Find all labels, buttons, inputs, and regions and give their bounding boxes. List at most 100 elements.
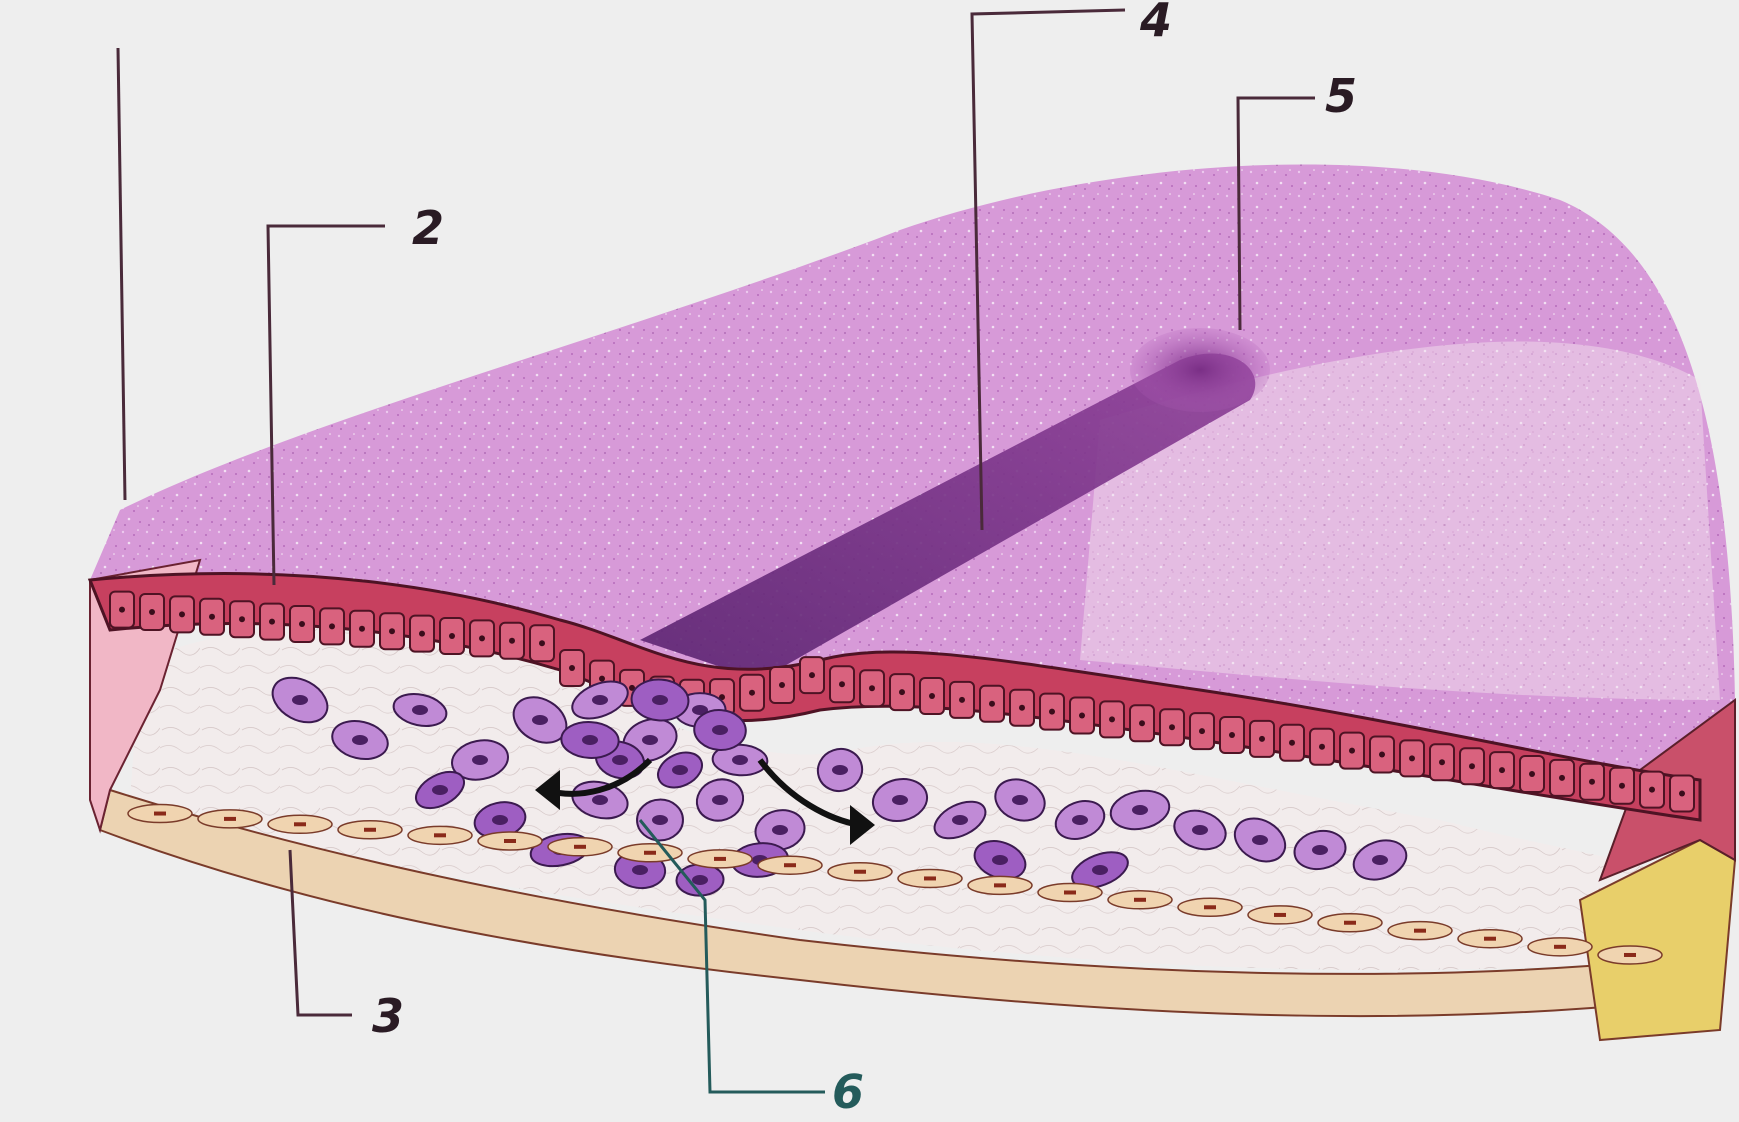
epiblast-cell-nucleus xyxy=(1109,716,1115,722)
label-2: 2 xyxy=(412,201,444,255)
epiblast-cell-nucleus xyxy=(1229,732,1235,738)
mesoderm-cell-nucleus xyxy=(952,815,968,825)
epiblast-cell-nucleus xyxy=(1379,752,1385,758)
hypoblast-cell-nucleus xyxy=(854,870,866,874)
epiblast-cell-nucleus xyxy=(749,690,755,696)
epiblast-cell-nucleus xyxy=(1289,740,1295,746)
hypoblast-cell-nucleus xyxy=(1624,953,1636,957)
hypoblast-cell-nucleus xyxy=(294,822,306,826)
hypoblast-cell-nucleus xyxy=(994,883,1006,887)
hypoblast-cell-nucleus xyxy=(1274,913,1286,917)
hypoblast-cell-nucleus xyxy=(924,876,936,880)
mesoderm-cell-nucleus xyxy=(712,795,728,805)
epiblast-cell-nucleus xyxy=(1589,779,1595,785)
epiblast-cell-nucleus xyxy=(509,638,515,644)
epiblast-cell-nucleus xyxy=(479,635,485,641)
epiblast-cell-nucleus xyxy=(1499,767,1505,773)
epiblast-cell-nucleus xyxy=(959,697,965,703)
mesoderm-cell-nucleus xyxy=(712,725,728,735)
hypoblast-cell-nucleus xyxy=(574,845,586,849)
epiblast-cell-nucleus xyxy=(1259,736,1265,742)
mesoderm-cell-nucleus xyxy=(492,815,508,825)
epiblast-cell-nucleus xyxy=(539,640,545,646)
mesoderm-cell-nucleus xyxy=(1252,835,1268,845)
mesoderm-cell-nucleus xyxy=(592,695,608,705)
mesoderm-cell-nucleus xyxy=(652,695,668,705)
hypoblast-cell-nucleus xyxy=(1414,929,1426,933)
epiblast-cell-nucleus xyxy=(1199,728,1205,734)
primitive-node xyxy=(1130,328,1270,412)
label-3: 3 xyxy=(372,989,404,1043)
epiblast-cell-nucleus xyxy=(119,607,125,613)
epiblast-cell-nucleus xyxy=(1139,720,1145,726)
mesoderm-cell-nucleus xyxy=(772,825,788,835)
epiblast-cell-nucleus xyxy=(209,614,215,620)
mesoderm-cell-nucleus xyxy=(1132,805,1148,815)
hypoblast-cell-nucleus xyxy=(1344,921,1356,925)
hypoblast-cell-nucleus xyxy=(154,812,166,816)
epiblast-cell-nucleus xyxy=(329,623,335,629)
hypoblast-cell-nucleus xyxy=(714,857,726,861)
epiblast-cell-nucleus xyxy=(1409,755,1415,761)
hypoblast-cell-nucleus xyxy=(1064,890,1076,894)
mesoderm-cell-nucleus xyxy=(532,715,548,725)
epiblast-cell-nucleus xyxy=(1169,724,1175,730)
epiblast-cell-nucleus xyxy=(1649,787,1655,793)
epiblast-cell-nucleus xyxy=(1049,709,1055,715)
hypoblast-cell-nucleus xyxy=(434,833,446,837)
mesoderm-cell-nucleus xyxy=(352,735,368,745)
mesoderm-cell-nucleus xyxy=(612,755,628,765)
epiblast-cell-nucleus xyxy=(419,631,425,637)
mesoderm-cell-nucleus xyxy=(412,705,428,715)
mesoderm-cell-nucleus xyxy=(1372,855,1388,865)
hypoblast-cell-nucleus xyxy=(644,851,656,855)
epiblast-cell-nucleus xyxy=(1079,713,1085,719)
epiblast-cell-nucleus xyxy=(179,611,185,617)
epiblast-cell-nucleus xyxy=(1439,759,1445,765)
epiblast-cell-nucleus xyxy=(1559,775,1565,781)
epiblast-cell-nucleus xyxy=(779,682,785,688)
mesoderm-cell-nucleus xyxy=(1092,865,1108,875)
epiblast-cell-nucleus xyxy=(869,685,875,691)
mesoderm-cell-nucleus xyxy=(832,765,848,775)
epiblast-cell-nucleus xyxy=(239,616,245,622)
epiblast-cell-nucleus xyxy=(839,681,845,687)
hypoblast-cell-nucleus xyxy=(1554,945,1566,949)
epiblast-cell-nucleus xyxy=(809,672,815,678)
epiblast-cell-nucleus xyxy=(1679,791,1685,797)
epiblast-cell-nucleus xyxy=(389,628,395,634)
epiblast-cell-nucleus xyxy=(149,609,155,615)
hypoblast-cell-nucleus xyxy=(504,839,516,843)
mesoderm-cell-nucleus xyxy=(652,815,668,825)
mesoderm-cell-nucleus xyxy=(472,755,488,765)
epiblast-cell-nucleus xyxy=(449,633,455,639)
mesoderm-cell-nucleus xyxy=(1012,795,1028,805)
hypoblast-cell-nucleus xyxy=(784,863,796,867)
mesoderm-cell-nucleus xyxy=(632,865,648,875)
label-6: 6 xyxy=(832,1065,864,1119)
mesoderm-cell-nucleus xyxy=(672,765,688,775)
epiblast-cell-nucleus xyxy=(989,701,995,707)
hypoblast-cell-nucleus xyxy=(224,817,236,821)
label-4: 4 xyxy=(1139,0,1172,47)
hypoblast-cell-nucleus xyxy=(1204,905,1216,909)
mesoderm-cell-nucleus xyxy=(582,735,598,745)
mesoderm-cell-nucleus xyxy=(732,755,748,765)
mesoderm-cell-nucleus xyxy=(1312,845,1328,855)
epiblast-cell-nucleus xyxy=(569,665,575,671)
epiblast-cell-nucleus xyxy=(1349,748,1355,754)
epiblast-cell-nucleus xyxy=(929,693,935,699)
epiblast-cell-nucleus xyxy=(359,626,365,632)
mesoderm-cell-nucleus xyxy=(432,785,448,795)
mesoderm-cell-nucleus xyxy=(592,795,608,805)
mesoderm-cell-nucleus xyxy=(1072,815,1088,825)
epiblast-cell-nucleus xyxy=(1469,763,1475,769)
mesoderm-cell-nucleus xyxy=(692,875,708,885)
label-5: 5 xyxy=(1325,69,1357,123)
epiblast-cell-nucleus xyxy=(1319,744,1325,750)
hypoblast-cell-nucleus xyxy=(364,828,376,832)
mesoderm-cell-nucleus xyxy=(292,695,308,705)
mesoderm-cell-nucleus xyxy=(642,735,658,745)
epiblast-cell-nucleus xyxy=(299,621,305,627)
